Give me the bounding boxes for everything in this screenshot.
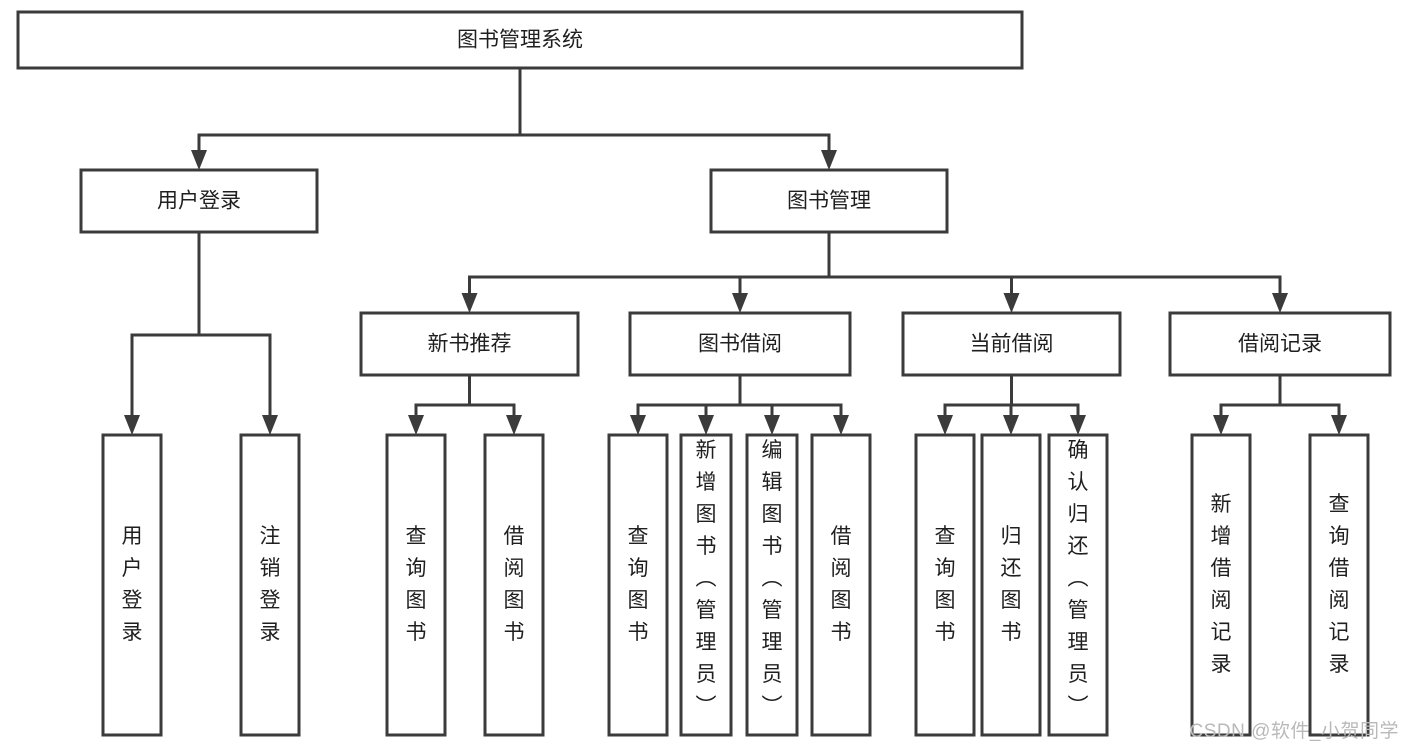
node-box-leaf-query-book-2[interactable] [607,433,669,737]
node-borrow-record[interactable]: 借阅记录 [1168,311,1392,377]
node-label-book-borrow: 图书借阅 [698,333,782,356]
node-label-leaf-user-login: 用户登录 [122,525,143,644]
arrow-head-icon-leaf-borrow-book-1 [506,415,522,435]
arrow-head-icon-user-login [191,150,207,170]
arrow-head-icon-book-manage [821,150,837,170]
node-label-user-login: 用户登录 [157,190,241,213]
arrow-head-icon-leaf-borrow-book-2 [833,415,849,435]
node-label-current-borrow: 当前借阅 [970,333,1054,356]
watermark-text: CSDN @软件_小贺同学 [1189,721,1399,742]
node-label-leaf-return-book: 归还图书 [1001,525,1022,644]
arrow-head-icon-leaf-add-book [698,415,714,435]
node-leaf-query-record[interactable]: 查询借阅记录 [1308,433,1370,737]
arrow-head-icon-leaf-query-book-2 [630,415,646,435]
node-current-borrow[interactable]: 当前借阅 [901,311,1122,377]
arrow-head-icon-leaf-logout [262,415,278,435]
arrow-head-icon-leaf-user-login [124,415,140,435]
node-user-login[interactable]: 用户登录 [79,168,319,234]
arrow-head-icon-current-borrow [1003,293,1020,313]
node-leaf-add-record[interactable]: 新增借阅记录 [1190,433,1252,737]
nodes-layer: 图书管理系统用户登录图书管理新书推荐图书借阅当前借阅借阅记录用户登录注销登录查询… [16,10,1392,737]
node-box-leaf-edit-book[interactable] [745,433,799,737]
node-box-user-login[interactable] [79,168,319,234]
node-box-leaf-query-book-1[interactable] [385,433,447,737]
node-label-leaf-query-book-1: 查询图书 [406,525,427,644]
arrow-head-icon-leaf-query-record [1331,415,1347,435]
node-leaf-borrow-book-2[interactable]: 借阅图书 [810,433,872,737]
node-leaf-user-login[interactable]: 用户登录 [101,433,163,737]
node-box-leaf-return-book[interactable] [980,433,1042,737]
connectors-layer [124,66,1347,435]
node-label-leaf-query-book-2: 查询图书 [628,525,649,644]
node-label-leaf-edit-book: 编辑图书︵管理员︶ [762,439,783,718]
node-box-leaf-add-record[interactable] [1190,433,1252,737]
node-box-leaf-query-book-3[interactable] [914,433,976,737]
node-box-current-borrow[interactable] [901,311,1122,377]
arrow-head-icon-book-borrow [732,293,748,313]
node-leaf-query-book-3[interactable]: 查询图书 [914,433,976,737]
node-book-manage[interactable]: 图书管理 [709,168,949,234]
node-leaf-return-book[interactable]: 归还图书 [980,433,1042,737]
node-leaf-borrow-book-1[interactable]: 借阅图书 [483,433,545,737]
arrow-head-icon-borrow-record [1272,293,1288,313]
node-book-borrow[interactable]: 图书借阅 [628,311,852,377]
node-label-leaf-borrow-book-2: 借阅图书 [831,525,852,644]
node-leaf-add-book[interactable]: 新增图书︵管理员︶ [679,433,733,737]
arrow-head-icon-leaf-add-record [1213,415,1229,435]
node-leaf-query-book-1[interactable]: 查询图书 [385,433,447,737]
node-box-borrow-record[interactable] [1168,311,1392,377]
arrow-head-icon-new-book-rec [461,293,478,313]
node-leaf-query-book-2[interactable]: 查询图书 [607,433,669,737]
node-root[interactable]: 图书管理系统 [16,10,1024,70]
arrow-head-icon-leaf-return-book [1003,415,1019,435]
arrow-head-icon-leaf-confirm-return [1070,415,1086,435]
node-label-leaf-add-record: 新增借阅记录 [1211,493,1232,676]
arrow-head-icon-leaf-query-book-3 [937,415,953,435]
node-label-root: 图书管理系统 [457,29,583,52]
node-label-leaf-query-book-3: 查询图书 [935,525,956,644]
node-label-book-manage: 图书管理 [787,190,871,213]
node-label-leaf-query-record: 查询借阅记录 [1329,493,1350,676]
node-box-leaf-borrow-book-2[interactable] [810,433,872,737]
arrow-head-icon-leaf-edit-book [764,415,780,435]
node-box-leaf-query-record[interactable] [1308,433,1370,737]
node-label-leaf-add-book: 新增图书︵管理员︶ [696,439,717,718]
node-label-new-book-rec: 新书推荐 [428,333,512,356]
node-label-borrow-record: 借阅记录 [1238,333,1322,356]
node-box-root[interactable] [16,10,1024,70]
node-box-leaf-logout[interactable] [239,433,301,737]
node-box-leaf-user-login[interactable] [101,433,163,737]
node-leaf-logout[interactable]: 注销登录 [239,433,301,737]
node-leaf-confirm-return[interactable]: 确认归还︵管理员︶ [1047,433,1109,737]
node-box-new-book-rec[interactable] [359,311,580,377]
node-new-book-rec[interactable]: 新书推荐 [359,311,580,377]
node-box-book-manage[interactable] [709,168,949,234]
node-box-book-borrow[interactable] [628,311,852,377]
node-leaf-edit-book[interactable]: 编辑图书︵管理员︶ [745,433,799,737]
node-box-leaf-add-book[interactable] [679,433,733,737]
node-box-leaf-borrow-book-1[interactable] [483,433,545,737]
node-box-leaf-confirm-return[interactable] [1047,433,1109,737]
arrow-head-icon-leaf-query-book-1 [408,415,424,435]
node-label-leaf-confirm-return: 确认归还︵管理员︶ [1068,439,1089,718]
node-label-leaf-logout: 注销登录 [260,525,281,644]
node-label-leaf-borrow-book-1: 借阅图书 [504,525,525,644]
